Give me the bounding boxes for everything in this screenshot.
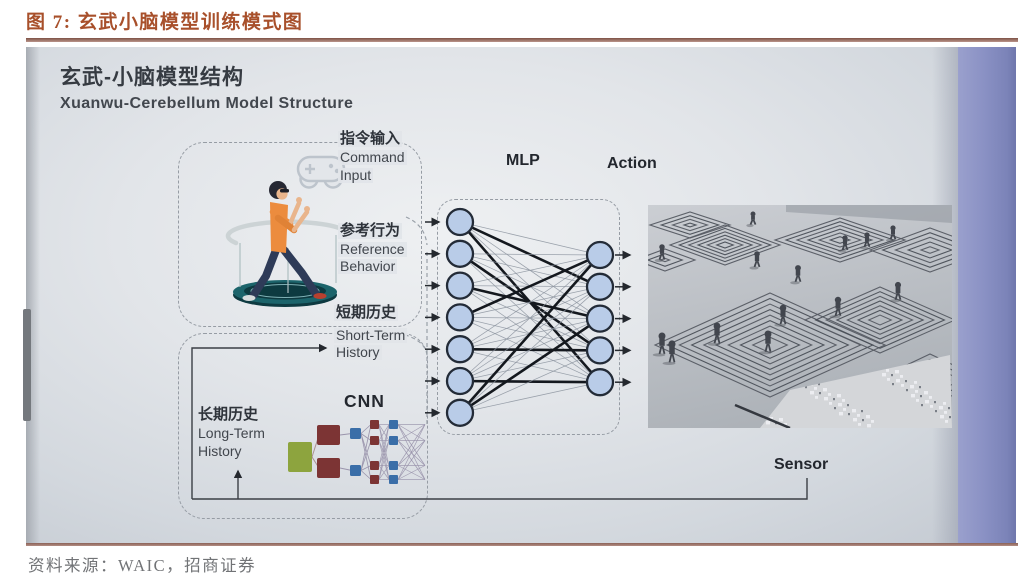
- label-short-term-en1: Short-Term: [334, 327, 408, 343]
- label-long-term-zh: 长期历史: [198, 406, 259, 423]
- figure-bottom-rule: [26, 543, 1018, 546]
- label-long-term-en2: History: [198, 443, 242, 459]
- label-short-term-zh: 短期历史: [334, 304, 399, 321]
- photo-left-edge: [26, 47, 40, 543]
- label-mlp: MLP: [506, 152, 540, 169]
- label-short-term-en2: History: [334, 344, 382, 360]
- door-handle: [23, 309, 31, 421]
- label-reference-en1: Reference: [338, 241, 407, 257]
- wall-right: [958, 47, 1016, 543]
- screen-edge-shadow: [932, 47, 958, 543]
- mlp-box: [437, 199, 620, 435]
- label-cnn: CNN: [344, 391, 385, 411]
- slide-heading-en: Xuanwu-Cerebellum Model Structure: [60, 95, 354, 112]
- label-command-en2: Input: [338, 167, 374, 183]
- figure-title: 图 7: 玄武小脑模型训练模式图: [26, 12, 304, 33]
- label-reference-zh: 参考行为: [338, 222, 403, 239]
- label-long-term-en1: Long-Term: [198, 425, 265, 441]
- title-underline: [26, 38, 1018, 42]
- label-command-zh: 指令输入: [338, 130, 403, 147]
- label-command-en1: Command: [338, 149, 407, 165]
- label-sensor: Sensor: [774, 456, 829, 473]
- source-line: 资料来源：WAIC，招商证券: [28, 556, 257, 575]
- slide-heading-zh: 玄武-小脑模型结构: [60, 66, 244, 89]
- label-action: Action: [607, 155, 657, 172]
- slide-photo: 玄武-小脑模型结构 Xuanwu-Cerebellum Model Struct…: [23, 47, 1016, 543]
- label-reference-en2: Behavior: [338, 258, 398, 274]
- history-group-box: [178, 333, 428, 519]
